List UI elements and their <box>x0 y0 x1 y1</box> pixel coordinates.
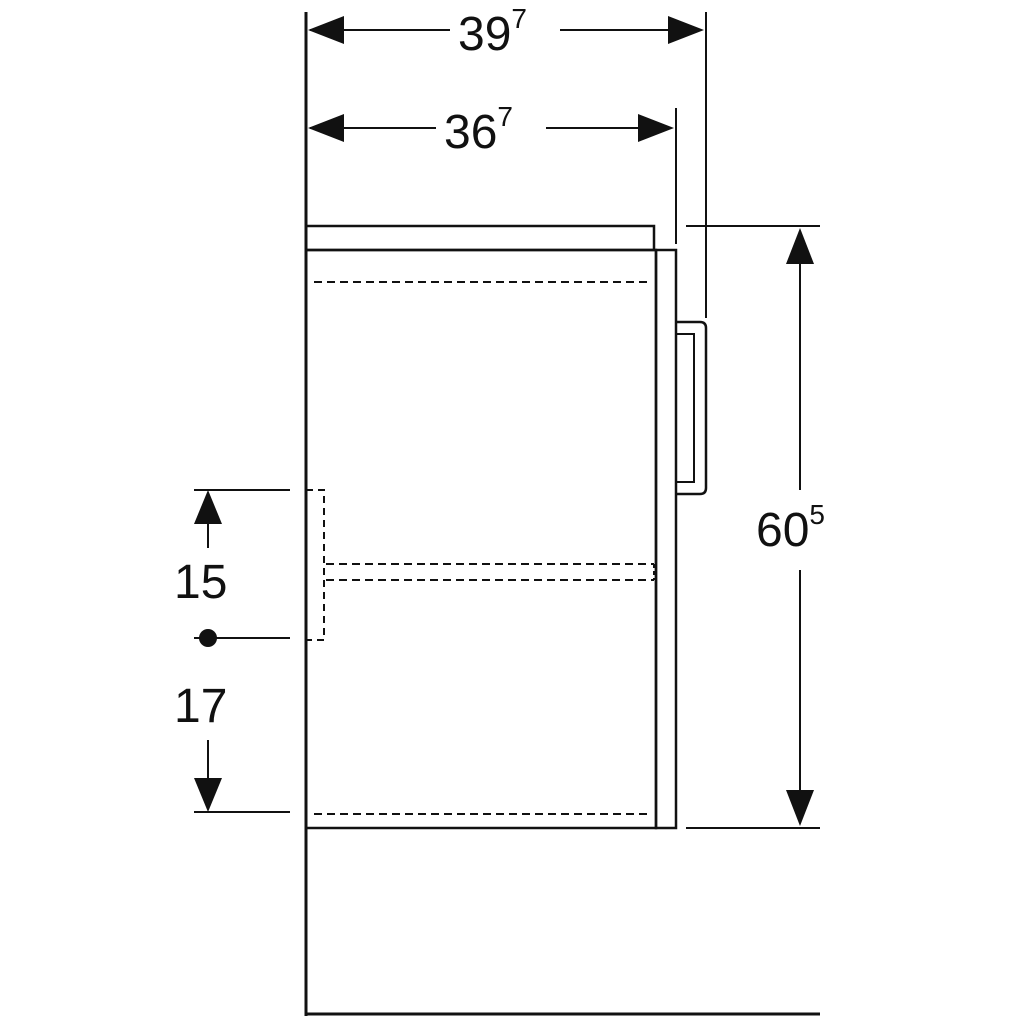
arrow-inner-right <box>638 114 674 142</box>
top-panel <box>304 224 656 252</box>
arrow-left-bottom <box>194 778 222 812</box>
arrow-inner-left <box>308 114 344 142</box>
outer-width-label: 397 <box>458 3 527 61</box>
upper-offset-label: 15 <box>174 556 227 609</box>
handle <box>676 320 708 496</box>
arrow-height-top <box>786 228 814 264</box>
hidden-cutout <box>306 489 325 641</box>
arrow-height-bottom <box>786 790 814 826</box>
arrow-outer-left <box>308 16 344 44</box>
front-panel <box>654 248 678 830</box>
handle-inner <box>676 333 695 483</box>
inner-width-label: 367 <box>444 101 513 159</box>
arrow-outer-right <box>668 16 704 44</box>
arrow-left-top <box>194 490 222 524</box>
lower-offset-label: 17 <box>174 680 227 733</box>
reference-point <box>199 629 217 647</box>
height-label: 605 <box>756 499 825 557</box>
cabinet-body <box>304 248 658 830</box>
